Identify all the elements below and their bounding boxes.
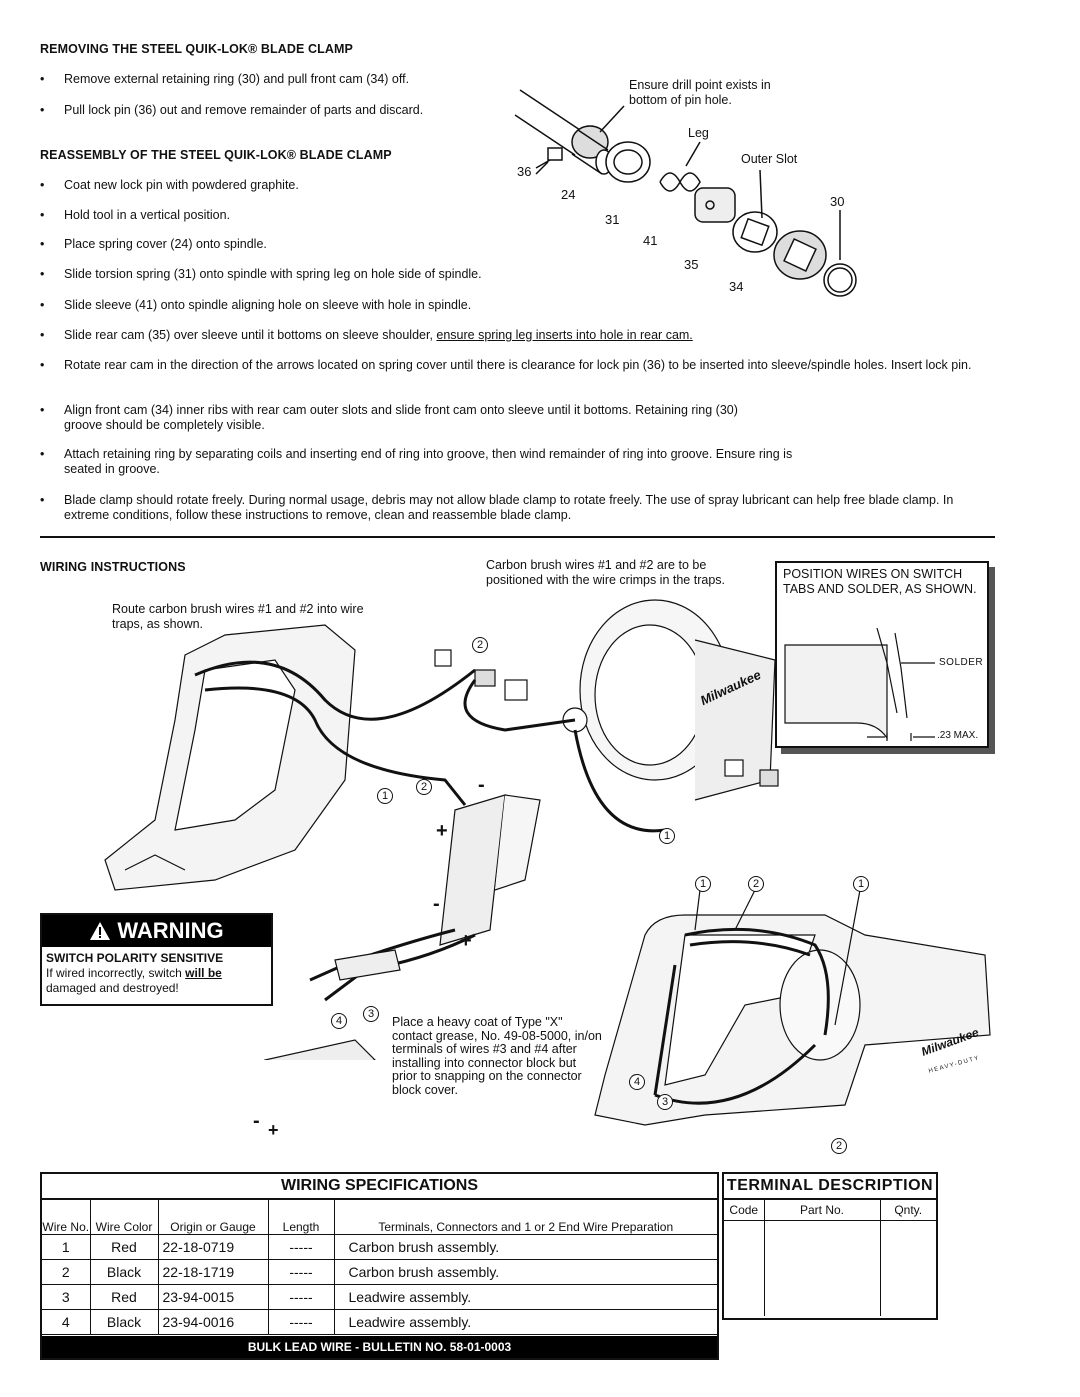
bulk-lead-wire-footer: BULK LEAD WIRE - BULLETIN NO. 58-01-0003 (42, 1336, 717, 1358)
list-item: •Place spring cover (24) onto spindle. (40, 237, 267, 251)
section-heading-removing: REMOVING THE STEEL QUIK-LOK® BLADE CLAMP (40, 42, 353, 56)
quik-lok-exploded-diagram (514, 89, 857, 297)
route-wires-note: Route carbon brush wires #1 and #2 into … (112, 602, 364, 631)
wiring-specifications-title: WIRING SPECIFICATIONS (42, 1174, 717, 1200)
part-number-label: 30 (830, 194, 845, 209)
wire-number-marker: 4 (629, 1074, 645, 1090)
tool-assembly-diagram (594, 889, 991, 1126)
outer-slot-label: Outer Slot (741, 152, 798, 166)
minus-terminal-label: - (433, 893, 440, 915)
list-item: •Attach retaining ring by separating coi… (40, 447, 793, 476)
wire-number-marker: 2 (416, 779, 432, 795)
wire-number-marker: 1 (377, 788, 393, 804)
warning-banner: WARNING (42, 915, 271, 947)
table-row (724, 1220, 936, 1316)
list-item: •Slide sleeve (41) onto spindle aligning… (40, 298, 472, 312)
section-divider (40, 536, 995, 538)
underlined-instruction: ensure spring leg inserts into hole in r… (436, 328, 693, 342)
warning-triangle-icon (90, 922, 111, 940)
warning-box: WARNING SWITCH POLARITY SENSITIVE If wir… (40, 913, 273, 1006)
solder-label: SOLDER (939, 657, 984, 668)
wiring-specifications-table: WIRING SPECIFICATIONS Wire No. Wire Colo… (40, 1172, 719, 1360)
section-heading-reassembly: REASSEMBLY OF THE STEEL QUIK-LOK® BLADE … (40, 148, 392, 162)
plus-terminal-label: + (460, 930, 472, 952)
list-item: •Rotate rear cam in the direction of the… (40, 358, 972, 372)
part-number-label: 34 (729, 279, 744, 294)
max-dimension-label: .23 MAX. (937, 730, 979, 741)
list-item: •Pull lock pin (36) out and remove remai… (40, 103, 424, 117)
warning-body: If wired incorrectly, switch will be dam… (46, 966, 222, 995)
terminal-description-table: TERMINAL DESCRIPTION Code Part No. Qnty. (722, 1172, 938, 1320)
list-item: •Remove external retaining ring (30) and… (40, 72, 410, 86)
leg-label: Leg (688, 126, 709, 140)
minus-terminal-label: - (478, 774, 485, 796)
wire-number-marker: 3 (363, 1006, 379, 1022)
wiring-diagram (104, 599, 779, 1060)
position-wires-label: POSITION WIRES ON SWITCH TABS AND SOLDER… (783, 567, 977, 596)
wire-number-marker: 2 (831, 1138, 847, 1154)
part-number-label: 35 (684, 257, 699, 272)
wire-number-marker: 2 (472, 637, 488, 653)
wiring-instructions-heading: WIRING INSTRUCTIONS (40, 560, 186, 574)
list-item: •Coat new lock pin with powdered graphit… (40, 178, 299, 192)
warning-title: WARNING (117, 918, 224, 943)
list-item: •Blade clamp should rotate freely. Durin… (40, 493, 954, 522)
solder-position-box: POSITION WIRES ON SWITCH TABS AND SOLDER… (775, 561, 989, 748)
wire-number-marker: 1 (695, 876, 711, 892)
wire-number-marker: 3 (657, 1094, 673, 1110)
list-item: •Slide torsion spring (31) onto spindle … (40, 267, 482, 281)
wire-number-marker: 1 (659, 828, 675, 844)
switch-tab-solder-diagram (784, 627, 935, 741)
part-number-label: 31 (605, 212, 620, 227)
plus-terminal-label: + (268, 1120, 279, 1140)
wire-number-marker: 1 (853, 876, 869, 892)
part-number-label: 41 (643, 233, 658, 248)
minus-terminal-label: - (253, 1110, 260, 1132)
warning-subtitle: SWITCH POLARITY SENSITIVE (46, 951, 224, 965)
table-header-row: Wire No. Wire Color Origin or Gauge Leng… (42, 1200, 717, 1235)
table-header-row: Code Part No. Qnty. (724, 1200, 936, 1221)
wire-number-marker: 2 (748, 876, 764, 892)
list-item: •Hold tool in a vertical position. (40, 208, 231, 222)
grease-note: Place a heavy coat of Type "X" contact g… (392, 1015, 602, 1097)
plus-terminal-label: + (436, 820, 448, 842)
list-item: •Align front cam (34) inner ribs with re… (40, 403, 738, 432)
drill-point-note: Ensure drill point exists in bottom of p… (629, 78, 771, 107)
part-number-label: 24 (561, 187, 576, 202)
list-item: •Slide rear cam (35) over sleeve until i… (40, 328, 693, 342)
terminal-description-title: TERMINAL DESCRIPTION (724, 1174, 936, 1200)
crimp-position-note: Carbon brush wires #1 and #2 are to be p… (486, 558, 725, 587)
part-number-label: 36 (517, 164, 532, 179)
wire-number-marker: 4 (331, 1013, 347, 1029)
